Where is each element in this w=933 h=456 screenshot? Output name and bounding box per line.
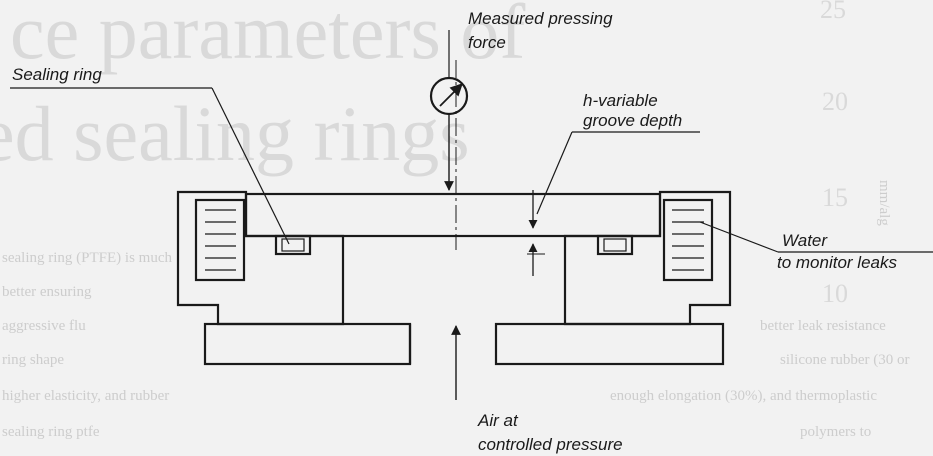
label-force-1: Measured pressing [468, 9, 613, 28]
bg-body-5: higher elasticity, and rubber [2, 388, 169, 404]
background-print: ce parameters of ed sealing rings 25 20 … [0, 0, 910, 440]
label-water-1: Water [782, 231, 828, 250]
bg-heading-1: ce parameters of [10, 0, 525, 75]
base-plate-right [494, 322, 725, 366]
label-air-2: controlled pressure [478, 435, 623, 454]
sealing-ring-right [596, 234, 634, 256]
sealing-ring-leader-diag [211, 87, 290, 245]
bg-body-2: better ensuring [2, 284, 92, 300]
bg-body-r3: enough elongation (30%), and thermoplast… [610, 388, 877, 404]
bg-body-6: sealing ring ptfe [2, 424, 100, 440]
sealing-ring-left [274, 234, 312, 256]
label-water-2: to monitor leaks [777, 253, 897, 272]
housing-left [176, 190, 345, 326]
water-leader [699, 221, 779, 253]
label-air-1: Air at [477, 411, 519, 430]
bg-tick-4: 10 [822, 279, 848, 308]
water-right [672, 209, 704, 271]
bg-body-3: aggressive flu [2, 318, 86, 334]
bg-body-r1: better leak resistance [760, 318, 886, 334]
pressing-plate [244, 192, 662, 238]
water-left [205, 209, 236, 271]
bg-body-4: ring shape [2, 352, 64, 368]
groove-leader-diag [536, 131, 573, 215]
label-sealing-ring: Sealing ring [12, 65, 102, 84]
bg-axis-label: mm/alg [876, 180, 892, 226]
groove-depth-dimension [527, 190, 545, 276]
water-cavity-right [662, 198, 714, 282]
base-plate-left [203, 322, 412, 366]
bg-tick-1: 25 [820, 0, 846, 24]
label-groove-1: h-variable [583, 91, 658, 110]
bg-tick-3: 15 [822, 183, 848, 212]
bg-tick-2: 20 [822, 87, 848, 116]
bg-body-1: sealing ring (PTFE) is much [2, 250, 172, 266]
housing-right [563, 190, 732, 326]
label-force-2: force [468, 33, 506, 52]
bg-body-r4: polymers to [800, 424, 871, 440]
water-cavity-left [194, 198, 246, 282]
bg-body-r2: silicone rubber (30 or [780, 352, 910, 368]
label-groove-2: groove depth [583, 111, 682, 130]
